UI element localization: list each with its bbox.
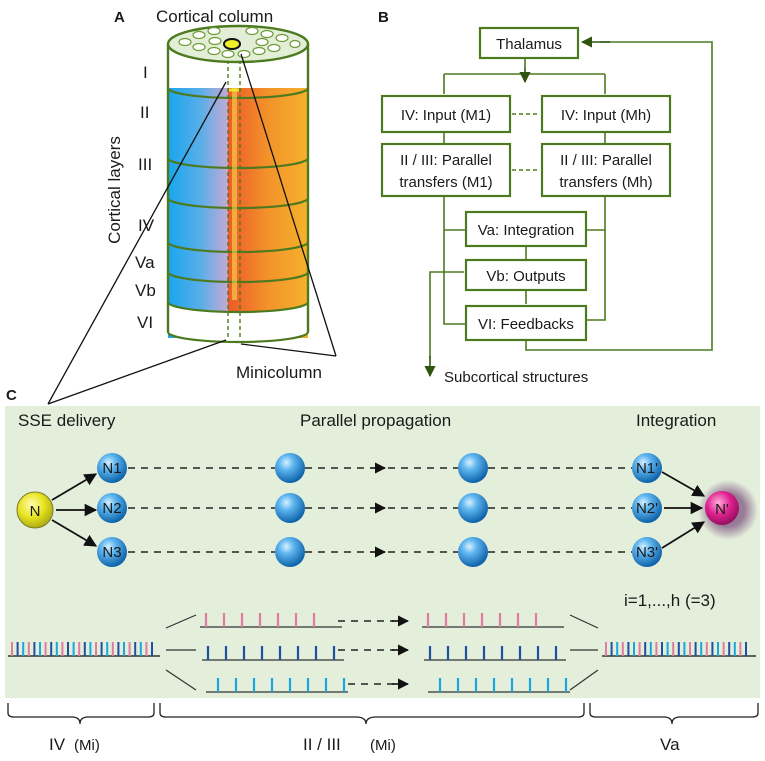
thalamus-box bbox=[478, 26, 580, 60]
node-n2-prime-label: N2' bbox=[636, 500, 658, 517]
ring-bottom bbox=[166, 331, 310, 344]
parallel-mh-box bbox=[540, 142, 672, 198]
index-note: i=1,...,h (=3) bbox=[624, 591, 716, 610]
cortical-layers-axis-label: Cortical layers bbox=[105, 136, 124, 244]
parallel-mh-label-line1: II / III: Parallel bbox=[560, 152, 652, 169]
selected-minicolumn-marker bbox=[223, 38, 241, 50]
input-m1-label: IV: Input (M1) bbox=[401, 107, 491, 124]
node-n3-prime-label: N3' bbox=[636, 544, 658, 561]
integration-box bbox=[464, 210, 588, 248]
heading-parallel-propagation: Parallel propagation bbox=[300, 411, 451, 430]
ring-va bbox=[166, 241, 310, 254]
layer-label-ii: II bbox=[140, 103, 149, 122]
ring-vb bbox=[166, 271, 310, 284]
layer-label-vb: Vb bbox=[135, 281, 156, 300]
bracket-ii-iii-label: II / III bbox=[303, 735, 341, 754]
panel-letter-b: B bbox=[378, 9, 389, 26]
intermediate-nodes bbox=[275, 453, 488, 567]
left-trunk bbox=[443, 197, 467, 325]
feedback-loop bbox=[525, 41, 713, 351]
source-node-label: N bbox=[30, 503, 41, 520]
bracket-iv-label: IV bbox=[49, 735, 66, 754]
right-trunk bbox=[584, 197, 606, 321]
ring-iv bbox=[166, 197, 310, 210]
input-mh-label: IV: Input (Mh) bbox=[561, 107, 651, 124]
bracket-ii-iii-sub: (Mi) bbox=[370, 737, 396, 754]
column-orange-region bbox=[228, 88, 308, 338]
spike-trains bbox=[8, 613, 756, 693]
parallel-m1-box bbox=[380, 142, 512, 198]
thalamus-label: Thalamus bbox=[496, 36, 562, 53]
outputs-box bbox=[464, 258, 588, 292]
node-n1-prime bbox=[632, 453, 662, 483]
bracket-iv-sub: (Mi) bbox=[74, 737, 100, 754]
panel-c: C SSE delivery Parallel propagation Inte… bbox=[5, 387, 760, 754]
arrow-n3p-to-np bbox=[661, 521, 706, 549]
minicolumn-pointer-top bbox=[240, 53, 337, 357]
zoom-line-bottom bbox=[47, 339, 227, 405]
bottom-brackets bbox=[7, 703, 759, 725]
target-node bbox=[705, 491, 739, 525]
ring-ii bbox=[166, 87, 310, 100]
subcortical-label: Subcortical structures bbox=[444, 369, 588, 386]
arrow-n1p-to-np bbox=[661, 471, 706, 497]
layer-label-va: Va bbox=[135, 253, 155, 272]
target-node-label: N' bbox=[715, 501, 729, 518]
layer-vi-band bbox=[168, 302, 308, 342]
input-m1-box bbox=[380, 94, 512, 134]
node-n2-prime bbox=[632, 493, 662, 523]
minicolumn-label: Minicolumn bbox=[236, 363, 322, 382]
minicolumn-yellow-strip bbox=[232, 88, 237, 300]
propagation-lines bbox=[128, 462, 632, 558]
source-node bbox=[16, 491, 54, 529]
node-n1-prime-label: N1' bbox=[636, 460, 658, 477]
feedbacks-box bbox=[464, 304, 588, 342]
input-mh-box bbox=[540, 94, 672, 134]
outputs-to-subcortical bbox=[429, 271, 464, 358]
minicolumn-pointer-bottom bbox=[240, 343, 337, 357]
column-title: Cortical column bbox=[156, 7, 273, 26]
node-n2 bbox=[97, 493, 127, 523]
layer-label-i: I bbox=[143, 63, 148, 82]
layer-label-vi: VI bbox=[137, 313, 153, 332]
arrow-n-to-n1 bbox=[51, 473, 98, 501]
panel-letter-c: C bbox=[6, 387, 17, 404]
integration-label: Va: Integration bbox=[478, 222, 574, 239]
node-n3-label: N3 bbox=[102, 544, 121, 561]
heading-integration: Integration bbox=[636, 411, 716, 430]
ring-vi bbox=[166, 301, 310, 314]
bracket-va-label: Va bbox=[660, 735, 680, 754]
parallel-m1-label-line1: II / III: Parallel bbox=[400, 152, 492, 169]
arrow-n-to-n3 bbox=[51, 519, 98, 547]
parallel-m1-label-line2: transfers (M1) bbox=[399, 174, 492, 191]
panel-letter-a: A bbox=[114, 9, 125, 26]
node-n2-label: N2 bbox=[102, 500, 121, 517]
node-n1-label: N1 bbox=[102, 460, 121, 477]
node-n1 bbox=[97, 453, 127, 483]
parallel-mh-label-line2: transfers (Mh) bbox=[559, 174, 652, 191]
outputs-label: Vb: Outputs bbox=[486, 268, 565, 285]
feedbacks-label: VI: Feedbacks bbox=[478, 316, 574, 333]
node-n3 bbox=[97, 537, 127, 567]
zoom-line-top bbox=[47, 81, 227, 405]
column-blue-region bbox=[168, 88, 228, 338]
node-n3-prime bbox=[632, 537, 662, 567]
column-top-minicolumns bbox=[178, 26, 301, 59]
ring-iii bbox=[166, 157, 310, 170]
layer-label-iii: III bbox=[138, 155, 152, 174]
panel-a: A Cortical column Cortical layers bbox=[47, 7, 337, 405]
heading-sse-delivery: SSE delivery bbox=[18, 411, 116, 430]
panel-b: B Thalamus IV: Input (M1) IV: Input (Mh)… bbox=[378, 9, 713, 386]
